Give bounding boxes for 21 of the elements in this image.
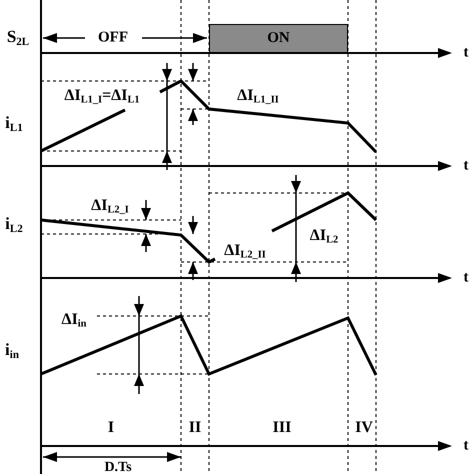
signal-label: i$_{L2}$: [5, 215, 23, 235]
phase-label: II: [188, 420, 202, 436]
signal-label: S$_{2L}$: [6, 28, 30, 48]
measure-label: ΔI$_{L2}$: [310, 228, 338, 246]
phase-label: I: [108, 420, 114, 436]
axis-label: t: [464, 270, 468, 286]
axis-label: t: [464, 158, 468, 174]
measure-label: ΔI$_{L2_I}$: [91, 198, 129, 216]
dimension-label: D.Ts: [104, 461, 132, 474]
measure-label: ΔI$_{L1_I}$=ΔI$_{L1}$: [64, 88, 140, 106]
measure-label: ΔI$_{L2_II}$: [224, 243, 266, 261]
phase-label: IV: [355, 420, 373, 436]
on-state-bar: ON: [209, 24, 348, 53]
signal-label: i$_{in}$: [5, 341, 19, 361]
axis-label: t: [464, 46, 468, 60]
axis-label: t: [464, 438, 468, 454]
measure-label: ΔI$_{in}$: [62, 312, 86, 330]
measure-label: ΔI$_{L1_II}$: [237, 88, 279, 106]
signal-label: i$_{L1}$: [5, 114, 23, 134]
phase-label: III: [272, 420, 292, 436]
state-label: OFF: [98, 30, 128, 46]
